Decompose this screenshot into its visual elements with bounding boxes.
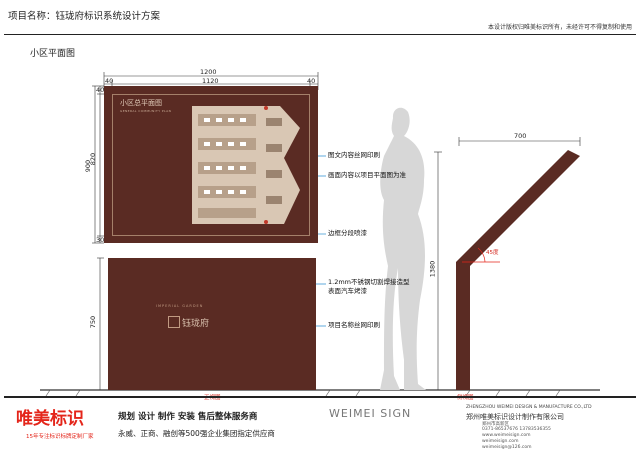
annotation-print: 图文内容丝网印刷 [328,151,380,159]
annotation-paint: 表面汽车烤漆 [328,287,367,295]
sign-english-name: IMPERIAL GARDEN [156,304,204,308]
dim-top-margin: 40 [96,86,105,94]
footer-address: 郑州市高新区 [482,422,509,427]
map-board: 小区总平面图 GENERAL COMMUNITY PLAN [104,86,318,243]
dim-lower-height: 750 [89,315,98,329]
sign-board: IMPERIAL GARDEN 钰珑府 [108,258,316,390]
sign-emblem [168,316,180,328]
footer-email: weimeisign@126.com [482,445,532,450]
annotation-steel: 1.2mm不锈钢切割焊接造型 [328,278,410,286]
dim-inner-height: 820 [89,152,98,166]
footer-supplier-line: 永威、正商、融创等500强企业集团指定供应商 [118,429,275,438]
footer-service-line: 规划 设计 制作 安装 售后整体服务商 [118,412,258,422]
copyright-note: 本设计版权归唯美标识所有，未经许可不得复制和使用 [487,24,632,31]
side-view-label: 侧视图 [457,395,474,401]
map-board-frame [112,94,310,236]
dim-margin-left: 40 [105,77,114,85]
map-title: 小区总平面图 [120,99,162,107]
dim-inner-width: 1120 [202,77,219,85]
dim-bottom-margin: 30 [96,236,105,244]
front-view-label: 正视图 [204,395,221,401]
section-title: 小区平面图 [30,49,76,59]
dim-total-width: 1200 [200,68,217,76]
sign-chinese-name: 钰珑府 [182,319,210,329]
angle-label: 45度 [486,250,499,256]
footer-phone: 0371-86537676 13783536355 [482,427,551,432]
dim-side-width: 700 [514,132,527,140]
footer-slogan: 15年专注标识标牌定制厂家 [26,434,94,440]
footer-rule [4,396,636,398]
map-subtitle: GENERAL COMMUNITY PLAN [120,109,172,113]
footer-sign-name: WEIMEI SIGN [329,407,412,420]
footer-company-cn: 郑州唯美标识设计制作有限公司 [466,413,564,421]
footer-site2: weimeisign.com [482,439,519,444]
dim-margin-right: 40 [307,77,316,85]
footer-brand-logo: 唯美标识 [16,409,84,429]
dim-side-height: 1380 [428,260,437,278]
footer-company-en: ZHENGZHOU WEIMEI DESIGN & MANUFACTURE CO… [466,405,592,410]
header-rule [4,34,636,35]
annotation-name-print: 项目名称丝网印刷 [328,321,380,329]
site-plan-graphic [192,106,300,224]
header-title: 项目名称：钰珑府标识系统设计方案 [8,11,161,22]
footer-website: www.weimeisign.com [482,433,531,438]
annotation-plan: 画面内容以项目平面图为准 [328,171,406,179]
annotation-frame: 边框分段喷漆 [328,229,367,237]
